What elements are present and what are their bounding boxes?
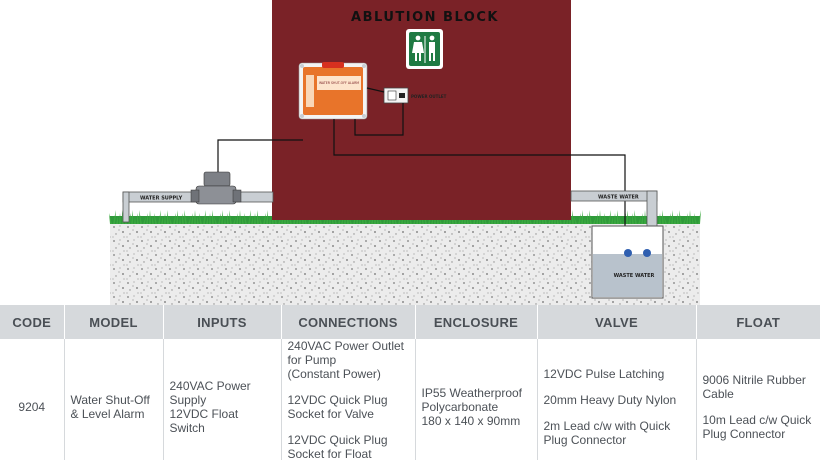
connections-line: 12VDC Quick Plug — [287, 433, 388, 447]
connections-line: 12VDC Quick Plug — [287, 393, 388, 407]
cell-inputs: 240VAC Power Supply 12VDC Float Switch — [163, 339, 282, 460]
valve-line: 2m Lead c/w with Quick — [543, 419, 671, 433]
tank-label: WASTE WATER — [614, 273, 655, 279]
header-float: FLOAT — [696, 305, 820, 339]
cell-float: 9006 Nitrile Rubber Cable 10m Lead c/w Q… — [696, 339, 820, 460]
inputs-line: Supply — [169, 393, 207, 407]
header-code: CODE — [0, 305, 65, 339]
waste-water-tank: WASTE WATER — [591, 225, 664, 299]
enclosure-line: Polycarbonate — [421, 400, 499, 414]
building-label: ABLUTION BLOCK — [351, 10, 499, 25]
cell-code: 9204 — [0, 339, 65, 460]
table-header-row: CODE MODEL INPUTS CONNECTIONS ENCLOSURE … — [0, 305, 820, 339]
cell-valve: 12VDC Pulse Latching 20mm Heavy Duty Nyl… — [537, 339, 697, 460]
cell-connections: 240VAC Power Outlet for Pump (Constant P… — [281, 339, 416, 460]
model-line: Water Shut-Off — [70, 393, 150, 407]
connections-line: Socket for Float Switch — [287, 447, 372, 460]
table-row: 9204 Water Shut-Off & Level Alarm 240VAC… — [0, 339, 820, 460]
float-line: Cable — [702, 387, 734, 401]
connections-line: (Constant Power) — [287, 367, 381, 381]
float-line: 10m Lead c/w Quick — [702, 413, 812, 427]
installation-diagram: ABLUTION BLOCK WATER SHUT-OFF ALARM POWE… — [109, 0, 701, 305]
header-model: MODEL — [64, 305, 164, 339]
alarm-unit-label: WATER SHUT-OFF ALARM — [319, 81, 359, 85]
header-connections: CONNECTIONS — [281, 305, 416, 339]
toilet-sign-icon — [406, 29, 443, 69]
connections-line: for Pump — [287, 353, 337, 367]
cell-model: Water Shut-Off & Level Alarm — [64, 339, 164, 460]
inputs-line: 12VDC Float Switch — [169, 407, 239, 435]
power-outlet-label: POWER OUTLET — [411, 94, 447, 99]
valve-line: 20mm Heavy Duty Nylon — [543, 393, 677, 407]
valve-line: Plug Connector — [543, 433, 627, 447]
header-enclosure: ENCLOSURE — [415, 305, 538, 339]
float-line: Plug Connector — [702, 427, 786, 441]
waste-water-pipe-label: WASTE WATER — [598, 195, 639, 201]
float-line: 9006 Nitrile Rubber — [702, 373, 806, 387]
inputs-line: 240VAC Power — [169, 379, 251, 393]
spec-table: CODE MODEL INPUTS CONNECTIONS ENCLOSURE … — [0, 305, 820, 460]
alarm-unit-icon: WATER SHUT-OFF ALARM — [298, 62, 368, 120]
enclosure-line: IP55 Weatherproof — [421, 386, 523, 400]
connections-line: Socket for Valve — [287, 407, 374, 421]
wiring — [217, 87, 626, 250]
valve-icon — [190, 171, 242, 205]
enclosure-line: 180 x 140 x 90mm — [421, 414, 521, 428]
connections-line: 240VAC Power Outlet — [287, 339, 405, 353]
model-line: & Level Alarm — [70, 407, 145, 421]
header-inputs: INPUTS — [163, 305, 282, 339]
water-supply-label: WATER SUPPLY — [140, 196, 183, 202]
cell-enclosure: IP55 Weatherproof Polycarbonate 180 x 14… — [415, 339, 538, 460]
power-outlet-icon: POWER OUTLET — [383, 87, 447, 104]
header-valve: VALVE — [537, 305, 697, 339]
valve-line: 12VDC Pulse Latching — [543, 367, 665, 381]
